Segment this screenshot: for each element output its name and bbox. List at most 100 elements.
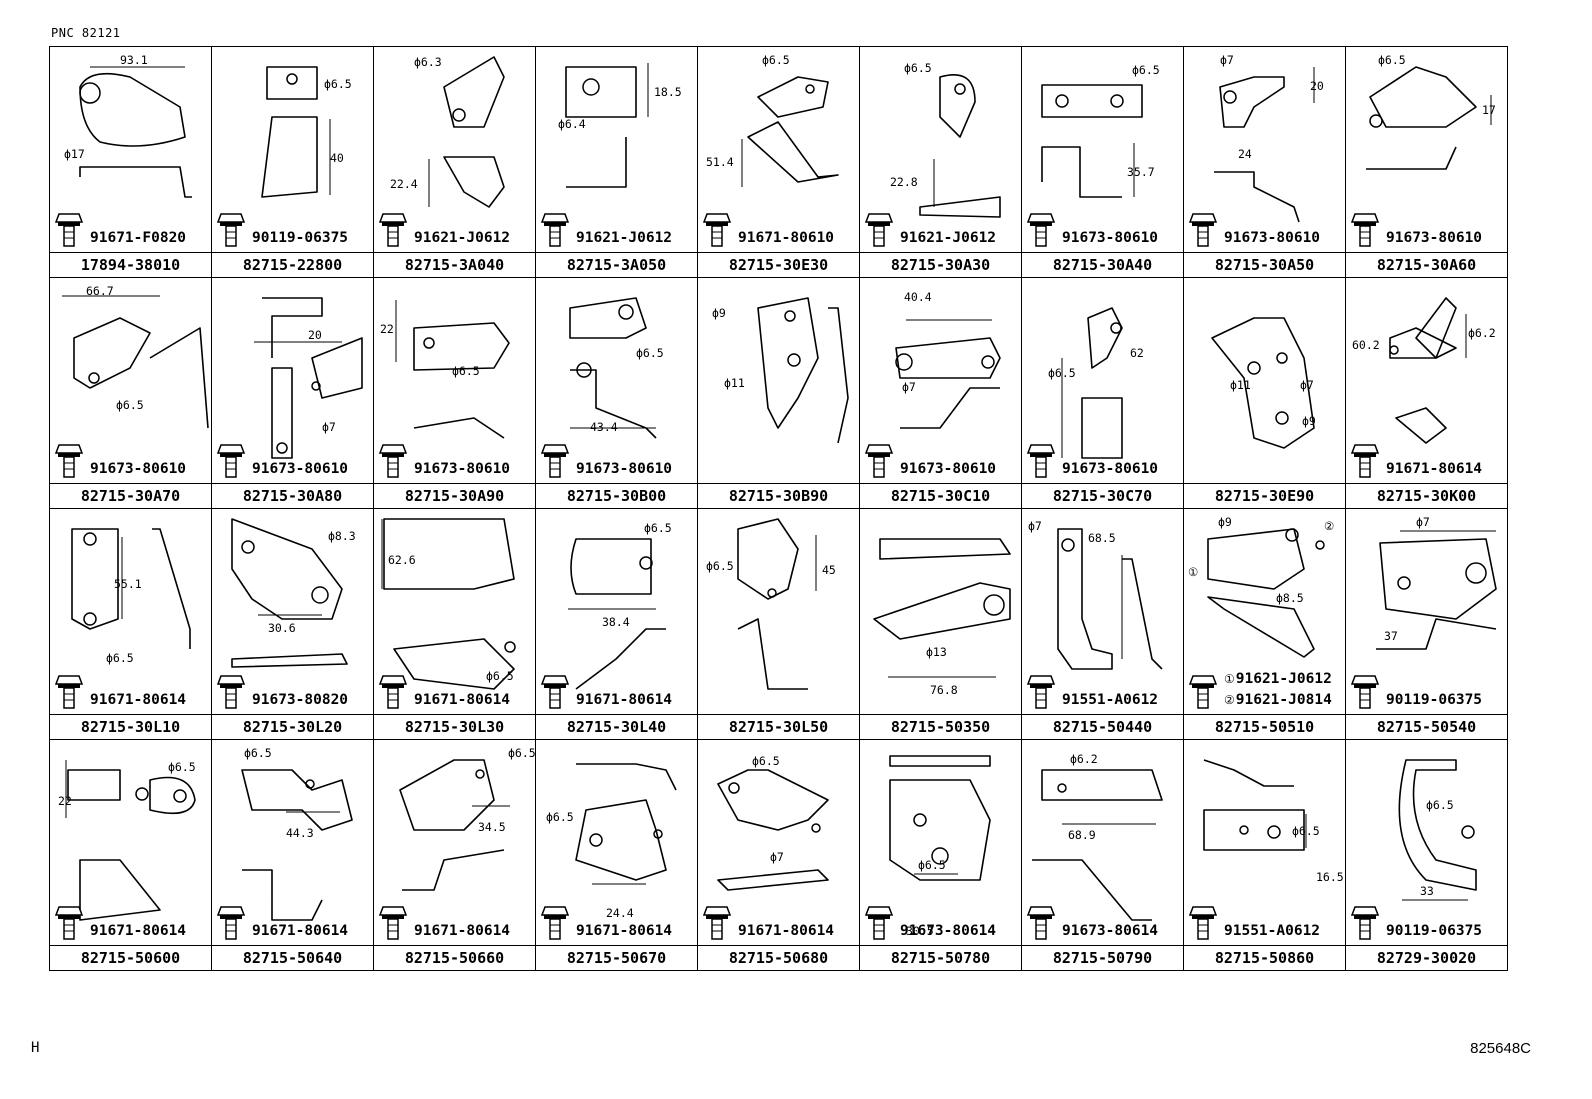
mounting-hole [582,78,600,96]
bracket-outline [919,196,1001,218]
dimension-label: ϕ6.5 [1132,63,1160,77]
bolt-part-number: 90119-06375 [252,230,349,246]
mounting-hole [1057,783,1067,793]
figure-id: 825648C [1470,1040,1531,1057]
bolt-part-number: 91673-80610 [414,461,511,477]
mounting-hole [475,769,485,779]
dimension-label: ϕ9 [1302,414,1316,428]
bolt-part-number: 91671-80610 [738,230,835,246]
dimension-label: 68.5 [1088,531,1116,545]
bracket-drawing [1061,307,1123,459]
part-number: 82715-50440 [1021,714,1184,740]
bracket-outline [757,297,819,429]
bolt-icon [540,675,570,709]
mounting-hole [452,108,466,122]
bolt-icon [378,675,408,709]
mounting-hole [1055,94,1069,108]
part-number: 82715-30L20 [211,714,374,740]
bolt-part-number: 91673-80610 [1062,461,1159,477]
bracket-outline [737,618,808,690]
dimension-label: 68.9 [1068,828,1096,842]
part-number: 82715-50780 [859,945,1022,971]
bolt-part-number: 90119-06375 [1386,923,1483,939]
bracket-outline [1122,558,1163,670]
footer-mark: H [31,1040,40,1056]
dimension-label: ϕ8.3 [328,529,356,543]
dimension-label: 55.1 [114,577,142,591]
dimension-label: 43.4 [590,420,618,434]
bracket-drawing [71,528,191,649]
mounting-hole [895,353,913,371]
mounting-hole [79,82,101,104]
dimension-label: ϕ6.5 [1048,366,1076,380]
dimension-label: ϕ11 [724,376,745,390]
part-number: 82715-50790 [1021,945,1184,971]
bracket-outline [231,653,348,668]
bolt-part-number: 91673-80614 [900,923,997,939]
mounting-hole [787,353,801,367]
bracket-outline [1207,528,1305,590]
mounting-hole [83,612,97,626]
bracket-outline [241,769,353,831]
bracket-drawing [565,63,649,188]
bracket-outline [1032,859,1152,921]
bolt-icon [54,444,84,478]
bracket-outline [717,869,829,891]
mounting-hole [767,588,777,598]
dimension-label: ϕ6.5 [1426,798,1454,812]
mounting-hole [913,813,927,827]
part-number: 82715-50640 [211,945,374,971]
bolt-part-number: ①91621-J0612 [1224,671,1332,687]
bracket-outline [879,538,1011,560]
mounting-hole [1110,94,1124,108]
callout-mark: ② [1224,693,1235,707]
bolt-part-number: 91621-J0612 [900,230,997,246]
part-number: 82715-30A40 [1021,252,1184,278]
bracket-outline [570,538,652,595]
bracket-outline [889,755,991,767]
bracket-outline [262,297,323,358]
bolt-part-number: 90119-06375 [1386,692,1483,708]
part-number: 82715-50680 [697,945,860,971]
bracket-outline [261,116,318,198]
dimension-label: ϕ6.5 [762,53,790,67]
bracket-drawing [919,74,1001,218]
dimension-label: 17 [1482,103,1496,117]
bolt-icon [216,906,246,940]
dimension-label: 76.8 [930,683,958,697]
bracket-outline [1415,297,1457,359]
bracket-outline [1057,528,1113,670]
bracket-drawing [62,295,209,429]
mounting-hole [653,829,663,839]
dimension-label: ϕ6.5 [116,398,144,412]
bracket-outline [1366,146,1457,170]
part-number: 82715-30L30 [373,714,536,740]
mounting-hole [983,594,1005,616]
part-number: 82715-50540 [1345,714,1508,740]
bracket-outline [79,72,186,147]
bracket-outline [402,849,505,891]
bracket-drawing [757,297,849,444]
dimension-label: 18.5 [654,85,682,99]
bracket-outline [757,76,829,118]
dimension-label: 24 [1238,147,1252,161]
mounting-hole [1369,114,1383,128]
bracket-outline [152,528,191,649]
dimension-label: 60.2 [1352,338,1380,352]
bolt-part-number: 91673-80614 [1062,923,1159,939]
bolt-part-number: 91673-80610 [1062,230,1159,246]
mounting-hole [1247,361,1261,375]
bracket-drawing [1366,66,1492,170]
bracket-drawing [1207,528,1325,658]
bolt-icon [378,444,408,478]
dimension-label: 93.1 [120,53,148,67]
bolt-icon [1026,444,1056,478]
mounting-hole [576,362,592,378]
bolt-icon [1350,675,1380,709]
